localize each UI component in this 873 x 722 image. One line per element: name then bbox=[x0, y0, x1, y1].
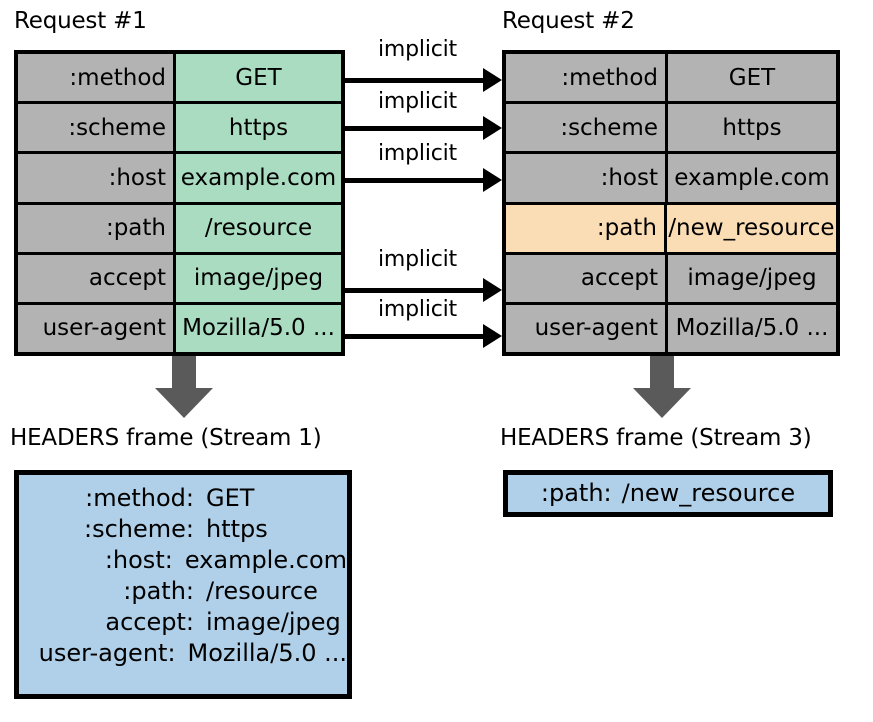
table-row: user-agent Mozilla/5.0 ... bbox=[506, 304, 836, 353]
table-row: accept image/jpeg bbox=[18, 254, 341, 305]
table-row: :path /resource bbox=[18, 204, 341, 255]
header-key: :scheme bbox=[18, 104, 176, 152]
header-key: :path: bbox=[123, 577, 194, 605]
implicit-arrow-head bbox=[483, 116, 502, 140]
table-row: accept image/jpeg bbox=[506, 254, 836, 305]
header-key: :method bbox=[18, 54, 176, 102]
implicit-arrow-head bbox=[483, 68, 502, 92]
arrow-head bbox=[633, 388, 691, 418]
request1-caption: Request #1 bbox=[14, 8, 147, 34]
table-row: :scheme https bbox=[18, 104, 341, 155]
implicit-arrow-shaft bbox=[345, 288, 493, 293]
arrow-head bbox=[155, 388, 213, 418]
implicit-arrow-shaft bbox=[345, 178, 493, 183]
header-value: image/jpeg bbox=[176, 254, 341, 302]
implicit-arrow-shaft bbox=[345, 78, 493, 83]
header-value: example.com bbox=[668, 154, 836, 202]
header-value: https bbox=[206, 515, 268, 543]
list-item: :scheme: https bbox=[19, 514, 347, 545]
down-arrow-icon bbox=[633, 356, 691, 418]
implicit-arrow-shaft bbox=[345, 334, 493, 339]
frame1-caption: HEADERS frame (Stream 1) bbox=[10, 425, 322, 451]
table-row-changed: :path /new_resource bbox=[506, 204, 836, 255]
list-item: user-agent: Mozilla/5.0 ... bbox=[19, 638, 347, 669]
header-value: example.com bbox=[184, 546, 347, 574]
header-key: :path bbox=[18, 204, 176, 252]
table-row: :method GET bbox=[506, 54, 836, 105]
header-value: example.com bbox=[176, 154, 341, 202]
implicit-arrow-head bbox=[483, 324, 502, 348]
table-row: :method GET bbox=[18, 54, 341, 105]
header-key: accept bbox=[18, 254, 176, 302]
request2-caption: Request #2 bbox=[502, 8, 635, 34]
table-row: :host example.com bbox=[506, 154, 836, 205]
header-key: :host bbox=[506, 154, 668, 202]
frame2-caption: HEADERS frame (Stream 3) bbox=[500, 425, 812, 451]
table-row: user-agent Mozilla/5.0 ... bbox=[18, 304, 341, 353]
header-key: user-agent bbox=[18, 304, 176, 353]
header-key: :scheme: bbox=[84, 515, 194, 543]
header-list: :path: /new_resource bbox=[508, 475, 828, 509]
header-key: user-agent bbox=[506, 304, 668, 353]
header-key: accept: bbox=[105, 608, 194, 636]
header-value: GET bbox=[206, 484, 255, 512]
header-key: :scheme bbox=[506, 104, 668, 152]
header-value: GET bbox=[176, 54, 341, 102]
request2-header-table: :method GET :scheme https :host example.… bbox=[502, 50, 840, 356]
header-key: accept bbox=[506, 254, 668, 302]
header-value: https bbox=[668, 104, 836, 152]
header-key: user-agent: bbox=[38, 639, 176, 667]
table-row: :scheme https bbox=[506, 104, 836, 155]
headers-frame-stream3: :path: /new_resource bbox=[503, 470, 833, 517]
implicit-label: implicit bbox=[378, 297, 457, 322]
header-value: Mozilla/5.0 ... bbox=[668, 304, 836, 353]
implicit-label: implicit bbox=[378, 141, 457, 166]
implicit-label: implicit bbox=[378, 247, 457, 272]
header-key: :path: bbox=[540, 479, 612, 507]
down-arrow-icon bbox=[155, 356, 213, 418]
header-key: :method: bbox=[85, 484, 194, 512]
header-value: Mozilla/5.0 ... bbox=[187, 639, 347, 667]
list-item: accept: image/jpeg bbox=[19, 607, 347, 638]
header-key: :host: bbox=[104, 546, 173, 574]
list-item: :path: /new_resource bbox=[541, 478, 795, 509]
implicit-label: implicit bbox=[378, 37, 457, 62]
header-value: /resource bbox=[176, 204, 341, 252]
header-key: :host bbox=[18, 154, 176, 202]
header-value: Mozilla/5.0 ... bbox=[176, 304, 341, 353]
table-row: :host example.com bbox=[18, 154, 341, 205]
header-value: image/jpeg bbox=[668, 254, 836, 302]
header-value: /resource bbox=[206, 577, 318, 605]
header-value: GET bbox=[668, 54, 836, 102]
header-value: image/jpeg bbox=[206, 608, 341, 636]
list-item: :host: example.com bbox=[19, 545, 347, 576]
headers-frame-stream1: :method: GET :scheme: https :host: examp… bbox=[14, 470, 352, 699]
implicit-label: implicit bbox=[378, 89, 457, 114]
implicit-arrow-shaft bbox=[345, 126, 493, 131]
header-value: https bbox=[176, 104, 341, 152]
list-item: :path: /resource bbox=[19, 576, 347, 607]
header-list: :method: GET :scheme: https :host: examp… bbox=[19, 475, 347, 669]
header-value: /new_resource bbox=[666, 204, 836, 252]
implicit-arrow-head bbox=[483, 168, 502, 192]
request1-header-table: :method GET :scheme https :host example.… bbox=[14, 50, 345, 356]
header-key: :method bbox=[506, 54, 668, 102]
list-item: :method: GET bbox=[19, 483, 347, 514]
arrow-shaft bbox=[172, 356, 196, 390]
arrow-shaft bbox=[650, 356, 674, 390]
header-key: :path bbox=[506, 204, 667, 252]
implicit-arrow-head bbox=[483, 278, 502, 302]
header-value: /new_resource bbox=[621, 479, 796, 507]
